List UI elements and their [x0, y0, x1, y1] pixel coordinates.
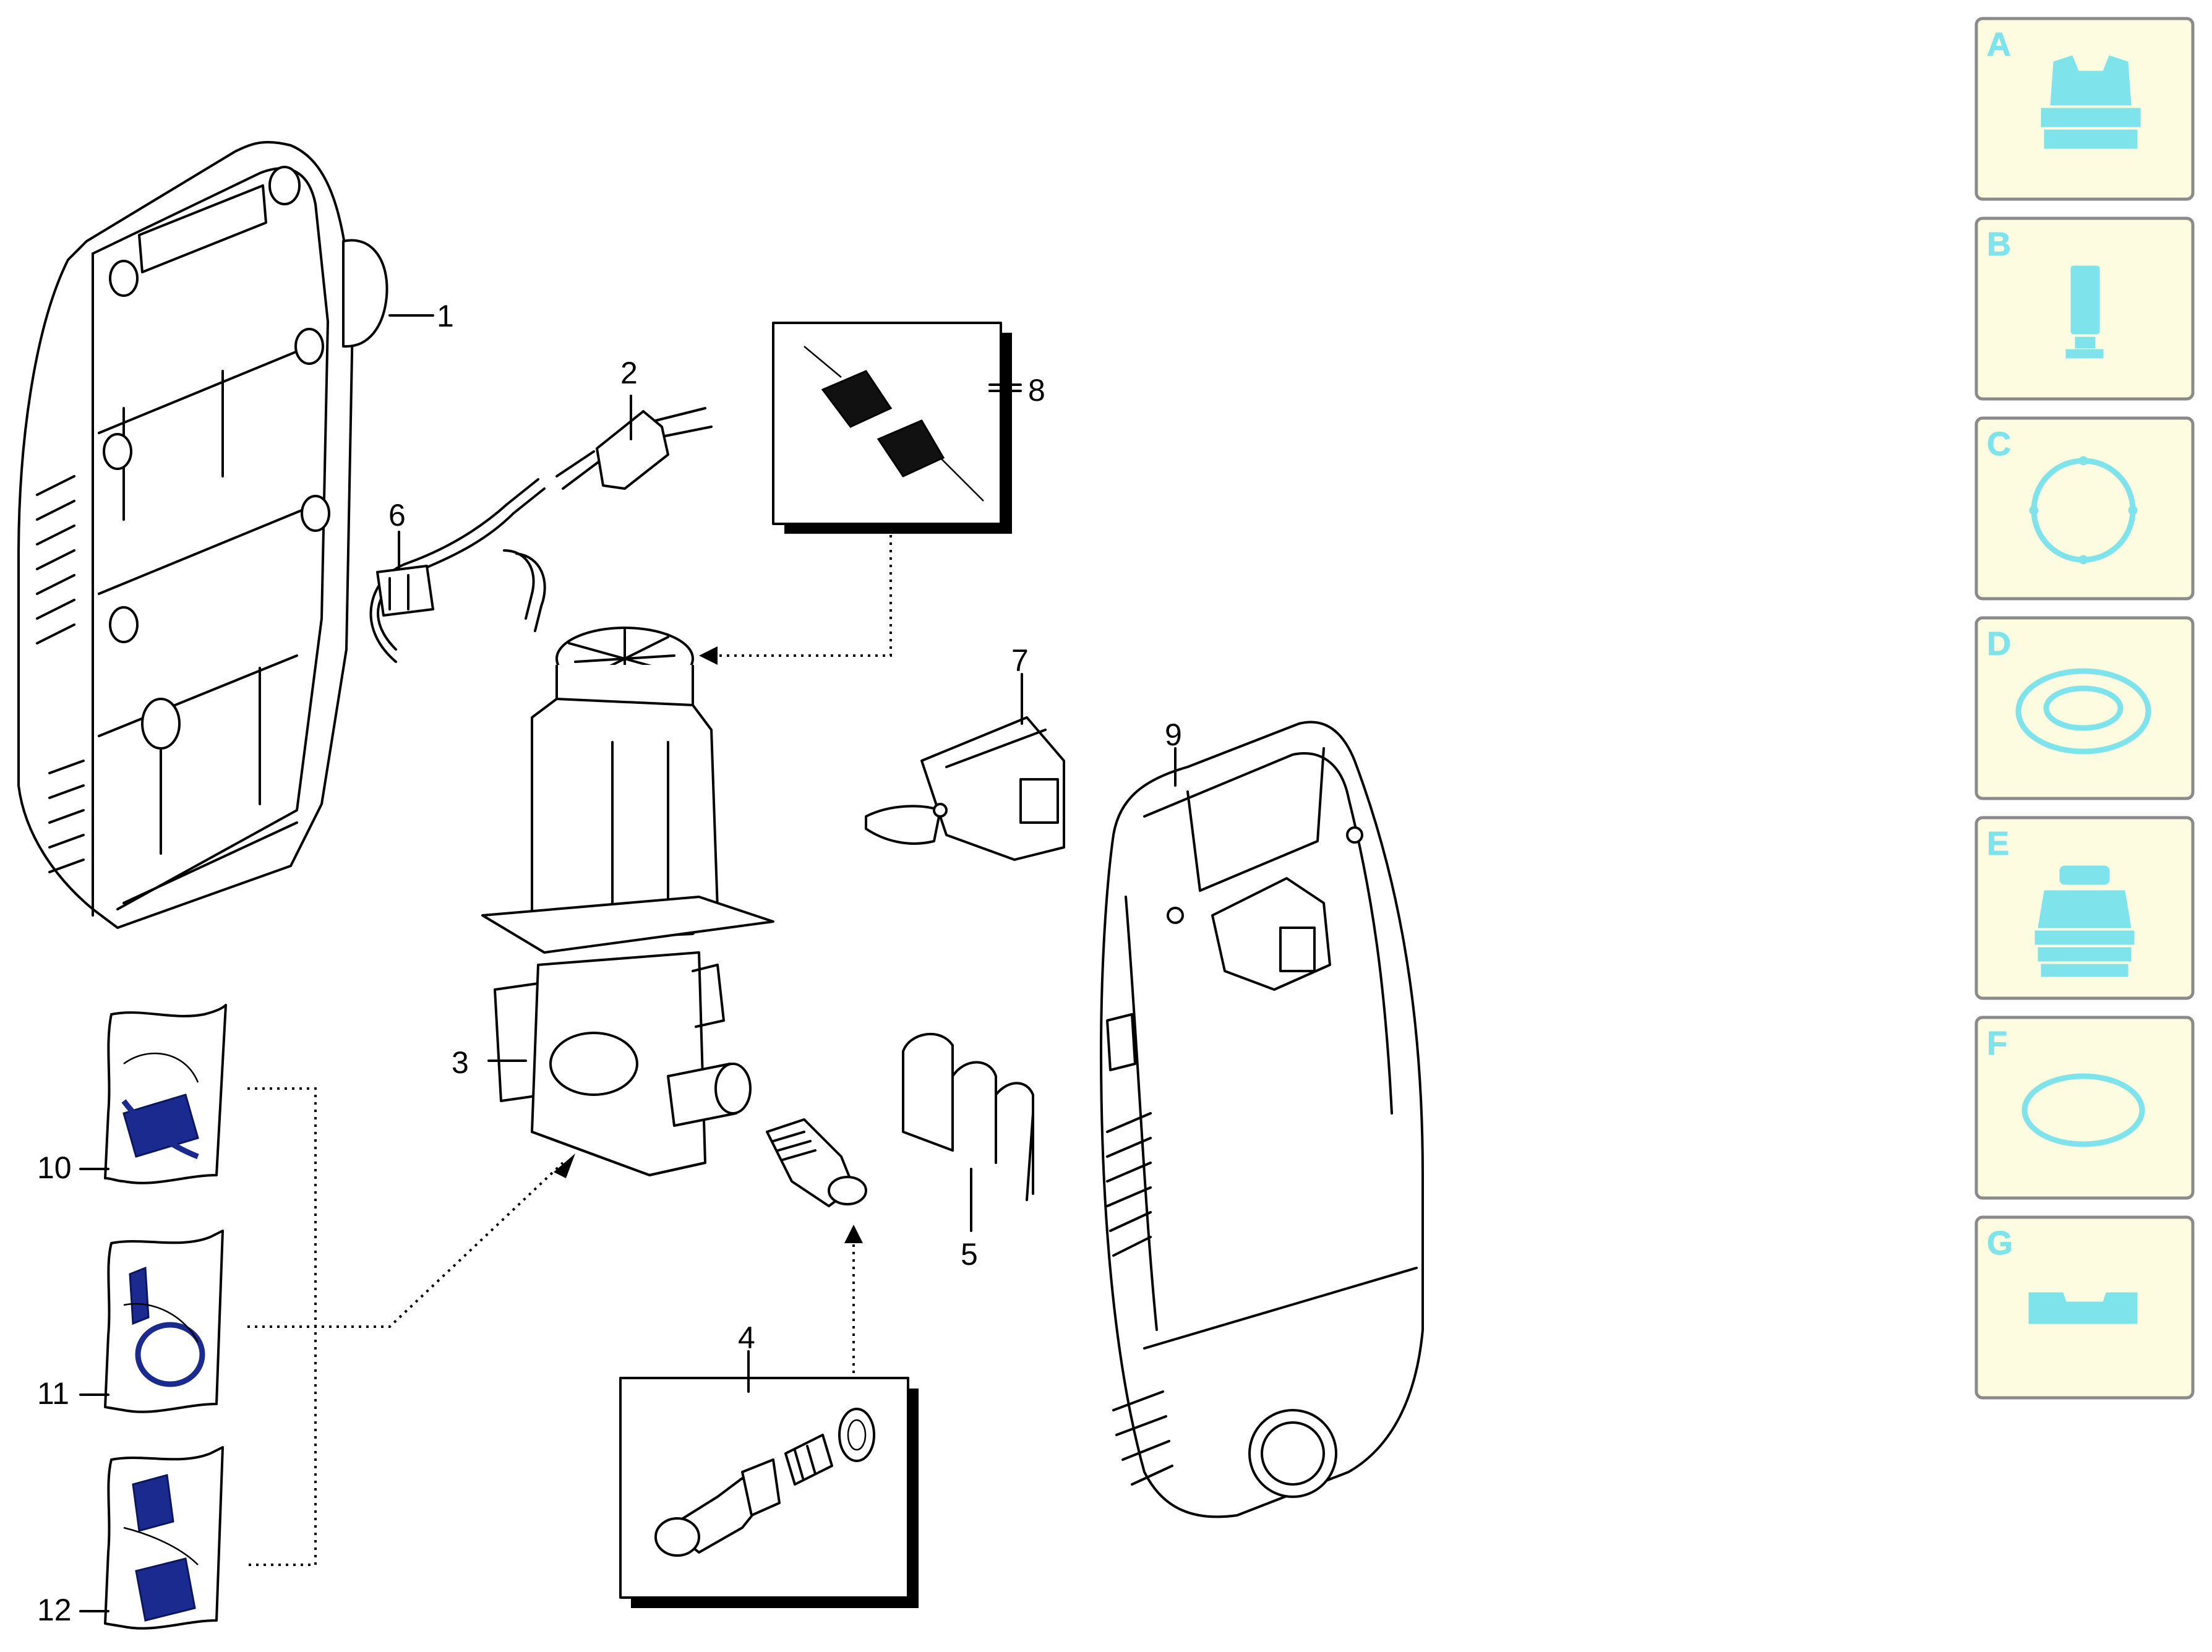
power-cord-part[interactable]: [369, 407, 713, 663]
legend-tile-c[interactable]: C: [1974, 416, 2195, 601]
tile-letter-a: A: [1987, 26, 2011, 63]
kit-bracket-lines: [247, 1087, 564, 1566]
tile-letter-d: D: [1987, 625, 2011, 662]
water-connector-kit-box[interactable]: [619, 1377, 919, 1608]
callout-6: 6: [388, 498, 406, 533]
o-ring-icon: [2021, 1073, 2145, 1147]
legend-tile-b[interactable]: B: [1974, 216, 2195, 401]
service-kit-11[interactable]: [104, 1230, 224, 1413]
callout-10: 10: [37, 1150, 72, 1185]
cord-clip-part[interactable]: [376, 565, 434, 617]
piston-icon: [2065, 265, 2104, 359]
callout-1: 1: [437, 299, 454, 333]
tile-letter-b: B: [1987, 226, 2011, 263]
legend-tile-g[interactable]: G: [1974, 1215, 2195, 1400]
gasket-ring-icon: [2029, 456, 2138, 565]
motor-pump-assembly[interactable]: [481, 627, 774, 1176]
callout-4: 4: [738, 1320, 755, 1355]
front-housing-part[interactable]: [1100, 721, 1424, 1518]
callout-8: 8: [1028, 373, 1045, 408]
seal-ring-icon: [2015, 668, 2151, 755]
carbon-brush-kit-box[interactable]: [772, 322, 1012, 534]
switch-part[interactable]: [865, 716, 1065, 861]
callout-12: 12: [37, 1593, 72, 1627]
legend-tile-a[interactable]: A: [1974, 17, 2195, 201]
service-kit-10[interactable]: [104, 1004, 227, 1184]
rear-housing-part[interactable]: [17, 140, 388, 929]
callout-5: 5: [961, 1237, 978, 1272]
brush-kit-arrow-line: [711, 535, 892, 657]
legend-tile-d[interactable]: D: [1974, 616, 2195, 800]
service-kit-12[interactable]: [104, 1446, 224, 1630]
legend-tile-f[interactable]: F: [1974, 1016, 2195, 1200]
callout-7: 7: [1011, 643, 1029, 678]
parts-legend-tiles: A B C: [1974, 17, 2195, 1400]
nozzle-cap-icon: [2041, 55, 2141, 149]
coupling-arrowhead: [844, 1225, 863, 1243]
kit-arrowhead: [554, 1153, 575, 1178]
brush-kit-arrowhead: [699, 646, 718, 665]
hose-coupling-part[interactable]: [766, 1118, 867, 1207]
base-plate-icon: [2028, 1292, 2138, 1324]
tile-letter-c: C: [1987, 426, 2011, 463]
tile-letter-g: G: [1987, 1225, 2013, 1262]
callout-11: 11: [37, 1376, 69, 1411]
tile-letter-e: E: [1987, 825, 2009, 862]
callout-9: 9: [1165, 717, 1182, 752]
legend-tile-e[interactable]: E: [1974, 816, 2195, 1000]
holder-clip-part[interactable]: [902, 1033, 1034, 1201]
callout-2: 2: [620, 356, 638, 390]
tile-letter-f: F: [1987, 1025, 2007, 1062]
valve-block-icon: [2034, 865, 2135, 977]
callout-3: 3: [452, 1045, 469, 1080]
